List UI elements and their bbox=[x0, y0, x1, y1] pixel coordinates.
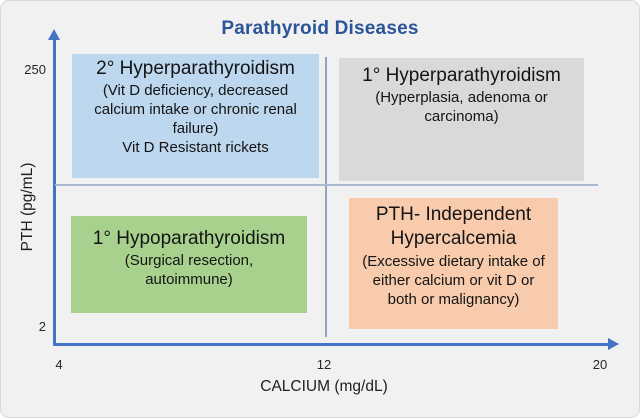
quadrant-heading: 2° Hyperparathyroidism bbox=[96, 58, 295, 79]
quadrant-detail: (Hyperplasia, adenoma or carcinoma) bbox=[375, 89, 548, 126]
x-tick-4: 4 bbox=[55, 357, 63, 372]
quadrant-heading: 1° Hyperparathyroidism bbox=[362, 65, 561, 86]
y-axis-label: PTH (pg/mL) bbox=[19, 162, 36, 252]
y-axis-line bbox=[53, 38, 56, 346]
quadrant-primary-hyperparathyroidism: 1° Hyperparathyroidism (Hyperplasia, ade… bbox=[339, 58, 584, 181]
quadrant-primary-hypoparathyroidism: 1° Hypoparathyroidism (Surgical resectio… bbox=[71, 216, 307, 313]
x-axis-arrowhead-icon bbox=[608, 338, 619, 350]
x-axis-label: CALCIUM (mg/dL) bbox=[260, 378, 388, 395]
quadrant-secondary-hyperparathyroidism: 2° Hyperparathyroidism (Vit D deficiency… bbox=[72, 54, 319, 178]
diagram-title: Parathyroid Diseases bbox=[221, 18, 419, 39]
quadrant-detail: (Vit D deficiency, decreased calcium int… bbox=[94, 82, 297, 138]
horizontal-divider-line bbox=[55, 184, 598, 186]
x-axis-line bbox=[53, 343, 609, 346]
vertical-divider-line bbox=[325, 57, 327, 337]
x-tick-12: 12 bbox=[316, 357, 332, 372]
y-tick-250: 250 bbox=[24, 62, 46, 77]
quadrant-heading: 1° Hypoparathyroidism bbox=[92, 228, 286, 249]
x-tick-20: 20 bbox=[592, 357, 608, 372]
y-axis-arrowhead-icon bbox=[48, 29, 60, 40]
quadrant-extra-note: Vit D Resistant rickets bbox=[122, 139, 269, 157]
quadrant-heading: PTH- Independent Hypercalcemia bbox=[375, 204, 532, 250]
quadrant-detail: (Excessive dietary intake of either calc… bbox=[362, 252, 545, 308]
y-tick-2: 2 bbox=[38, 319, 46, 334]
quadrant-detail: (Surgical resection, autoimmune) bbox=[124, 252, 254, 289]
quadrant-pth-independent-hypercalcemia: PTH- Independent Hypercalcemia (Excessiv… bbox=[349, 198, 558, 329]
